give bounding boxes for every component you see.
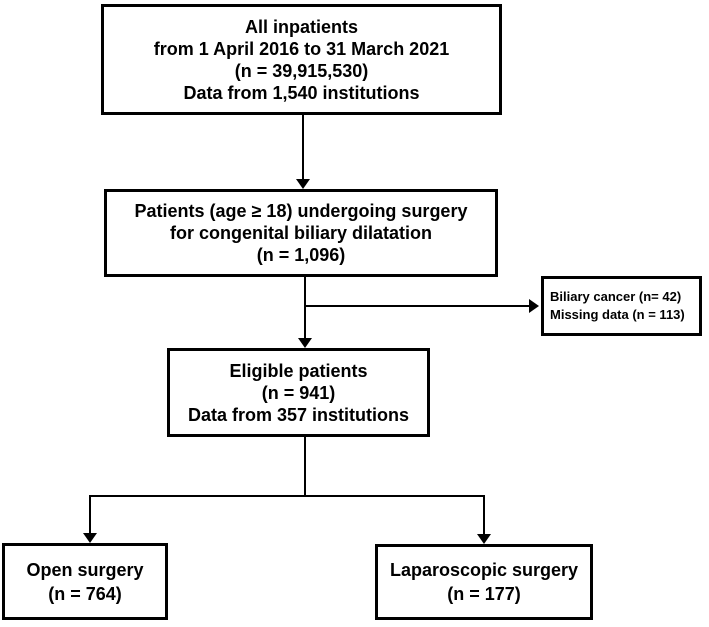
box-line: (n = 39,915,530) (234, 60, 369, 81)
connector-line (304, 305, 530, 307)
box-line: for congenital biliary dilatation (169, 223, 433, 243)
box-line: Laparoscopic surgery (389, 560, 579, 580)
box-line: Data from 357 institutions (187, 404, 410, 425)
connector-line (89, 495, 91, 534)
box-line: All inpatients (244, 16, 358, 37)
box-line: (n = 764) (48, 583, 122, 604)
box-line: Eligible patients (229, 360, 368, 381)
box-line: (n = 177) (447, 584, 521, 604)
connector-line (304, 437, 306, 497)
arrow-down-icon (477, 534, 491, 544)
arrow-down-icon (298, 338, 312, 348)
box-eligible-patients: Eligible patients (n = 941) Data from 35… (167, 348, 430, 437)
connector-line (302, 115, 304, 181)
arrow-down-icon (296, 179, 310, 189)
connector-line (304, 277, 306, 339)
box-all-inpatients: All inpatients from 1 April 2016 to 31 M… (101, 4, 502, 115)
box-excluded: Biliary cancer (n= 42) Missing data (n =… (541, 276, 702, 336)
box-line: from 1 April 2016 to 31 March 2021 (153, 38, 450, 59)
box-line: (n = 1,096) (256, 245, 346, 265)
connector-line (483, 495, 485, 534)
box-line: Data from 1,540 institutions (183, 82, 420, 103)
box-open-surgery: Open surgery (n = 764) (2, 543, 168, 620)
box-laparoscopic-surgery: Laparoscopic surgery (n = 177) (375, 544, 593, 620)
box-surgery-patients: Patients (age ≥ 18) undergoing surgery f… (104, 189, 498, 277)
connector-line (89, 495, 485, 497)
arrow-down-icon (83, 533, 97, 543)
arrow-right-icon (529, 299, 539, 313)
box-line: Open surgery (26, 559, 144, 580)
box-line: Missing data (n = 113) (550, 307, 685, 322)
box-line: Patients (age ≥ 18) undergoing surgery (134, 201, 468, 221)
box-line: Biliary cancer (n= 42) (550, 289, 682, 304)
box-line: (n = 941) (261, 382, 336, 403)
